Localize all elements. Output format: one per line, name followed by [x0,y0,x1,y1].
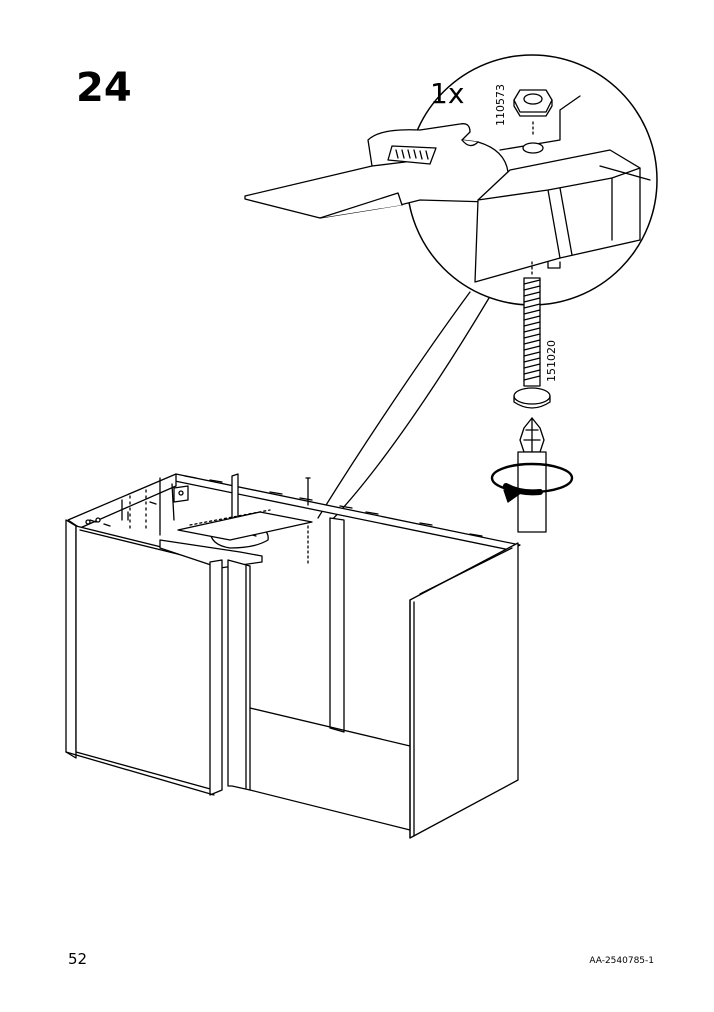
step-number: 24 [76,65,132,111]
bolt-part-number: 151020 [545,340,558,382]
detail-callout [244,54,658,523]
hex-nut-icon [513,89,553,136]
document-code: AA-2540785-1 [589,956,654,966]
part-quantity: 1x [430,77,465,110]
screwdriver-icon [490,417,574,533]
cabinet-icon [65,473,521,839]
nut-part-number: 110573 [494,84,507,126]
page-number: 52 [68,950,88,968]
rail-detail [474,95,651,283]
bolt-icon [513,261,551,409]
